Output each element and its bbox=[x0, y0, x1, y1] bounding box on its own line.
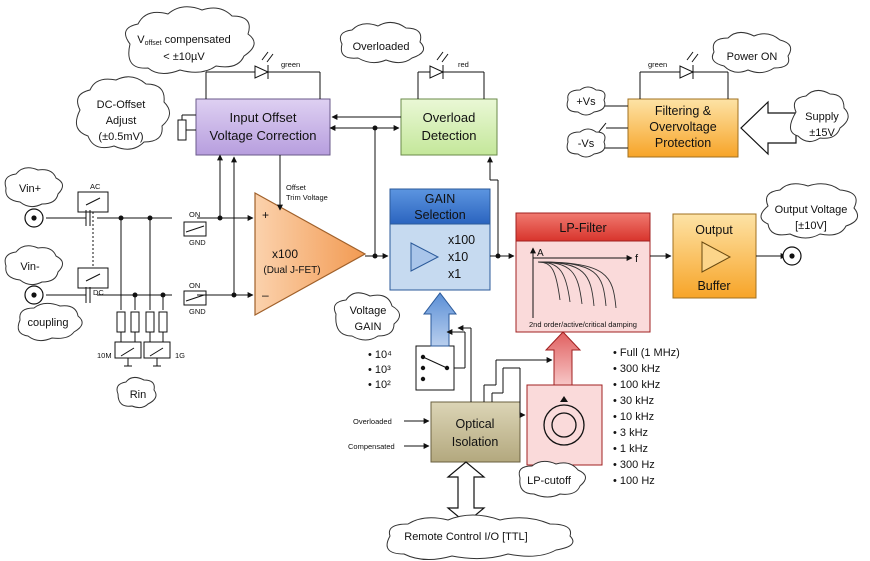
gain-selection-block: GAIN Selection x100 x10 x1 bbox=[389, 188, 491, 291]
lp-axis-f: f bbox=[635, 253, 639, 265]
cutoff-option-6: • 3 kHz bbox=[613, 427, 648, 439]
gain-option-x10: x10 bbox=[448, 250, 468, 264]
cutoff-option-5: • 10 kHz bbox=[613, 411, 654, 423]
cutoff-options-list: • Full (1 MHz) • 300 kHz • 100 kHz • 30 … bbox=[613, 347, 680, 487]
cloud-plus-vs: +Vs bbox=[576, 96, 596, 108]
cloud-output-line1: Output Voltage bbox=[775, 204, 848, 216]
cloud-supply-line1: Supply bbox=[805, 111, 839, 123]
label-1g: 1G bbox=[175, 351, 185, 360]
remote-io-arrow bbox=[446, 461, 486, 524]
cloud-voltage-gain-line1: Voltage bbox=[350, 305, 387, 317]
cutoff-control-arrow bbox=[544, 331, 582, 386]
amp-gain: x100 bbox=[272, 247, 298, 261]
gain-option-x100: x100 bbox=[448, 233, 475, 247]
gain-options-list: • 10⁴ • 10³ • 10² bbox=[368, 349, 392, 391]
gain-switch bbox=[415, 345, 455, 391]
gain-title-line1: GAIN bbox=[425, 192, 456, 206]
gain-option-1: • 10⁴ bbox=[368, 349, 392, 361]
label-gnd1: GND bbox=[189, 238, 206, 247]
cloud-lp-cutoff: LP-cutoff bbox=[527, 475, 572, 487]
label-gnd2: GND bbox=[189, 307, 206, 316]
cloud-coupling: coupling bbox=[28, 317, 69, 329]
gain-title-line2: Selection bbox=[414, 208, 465, 222]
cloud-vin-minus: Vin- bbox=[20, 261, 40, 273]
cutoff-option-2: • 300 kHz bbox=[613, 363, 660, 375]
cloud-output-line2: [±10V] bbox=[795, 220, 827, 232]
voffset-line2: < ±10µV bbox=[163, 51, 205, 63]
optical-line2: Isolation bbox=[452, 435, 499, 449]
filtering-line2: Overvoltage bbox=[649, 120, 716, 134]
lp-cutoff-knob bbox=[526, 384, 603, 466]
dc-offset-line3: (±0.5mV) bbox=[98, 131, 143, 143]
label-offset-trim2: Trim Voltage bbox=[286, 193, 328, 202]
label-green1: green bbox=[281, 60, 300, 69]
output-buffer-block: Output Buffer bbox=[672, 213, 757, 299]
label-on2: ON bbox=[189, 281, 200, 290]
cutoff-option-1: • Full (1 MHz) bbox=[613, 347, 680, 359]
connectors bbox=[24, 208, 802, 305]
label-red: red bbox=[458, 60, 469, 69]
supply-input-arrow bbox=[740, 100, 797, 156]
cloud-supply-line2: ±15V bbox=[809, 127, 835, 139]
dc-offset-line1: DC-Offset bbox=[97, 99, 146, 111]
label-in-compensated: Compensated bbox=[348, 442, 395, 451]
cloud-remote: Remote Control I/O [TTL] bbox=[404, 531, 527, 543]
lp-caption: 2nd order/active/critical damping bbox=[529, 320, 637, 329]
input-offset-block: Input Offset Voltage Correction bbox=[195, 98, 331, 156]
label-on1: ON bbox=[189, 210, 200, 219]
output-line1: Output bbox=[695, 223, 733, 237]
filtering-line1: Filtering & bbox=[655, 104, 712, 118]
clouds bbox=[4, 6, 859, 560]
cloud-rin: Rin bbox=[130, 389, 147, 401]
optical-isolation-block: Optical Isolation bbox=[430, 401, 521, 463]
gain-triangle-icon bbox=[410, 242, 440, 272]
junction-dots bbox=[118, 125, 501, 298]
cutoff-option-4: • 30 kHz bbox=[613, 395, 654, 407]
gain-control-arrow bbox=[422, 292, 458, 347]
input-offset-line1: Input Offset bbox=[230, 110, 297, 125]
gain-option-2: • 10³ bbox=[368, 364, 391, 376]
cutoff-option-8: • 300 Hz bbox=[613, 459, 655, 471]
leds bbox=[254, 51, 699, 79]
amplifier-block: + – x100 (Dual J-FET) bbox=[254, 191, 367, 317]
overload-line2: Detection bbox=[422, 128, 477, 143]
cloud-texts: Voffset compensated < ±10µV DC-Offset Ad… bbox=[19, 34, 847, 543]
dc-offset-line2: Adjust bbox=[106, 115, 137, 127]
cutoff-option-7: • 1 kHz bbox=[613, 443, 648, 455]
gain-option-3: • 10² bbox=[368, 379, 391, 391]
cloud-minus-vs: -Vs bbox=[578, 138, 595, 150]
filtering-protection-block: Filtering & Overvoltage Protection bbox=[627, 98, 739, 158]
input-offset-line2: Voltage Correction bbox=[210, 128, 317, 143]
cloud-power-on: Power ON bbox=[727, 51, 778, 63]
label-green2: green bbox=[648, 60, 667, 69]
label-in-overloaded: Overloaded bbox=[353, 417, 392, 426]
lp-response-curves bbox=[537, 261, 617, 309]
cloud-voltage-gain-line2: GAIN bbox=[355, 321, 382, 333]
overload-line1: Overload bbox=[423, 110, 476, 125]
amp-minus: – bbox=[262, 288, 269, 302]
label-dc: DC bbox=[93, 288, 104, 297]
cutoff-option-3: • 100 kHz bbox=[613, 379, 660, 391]
overload-detection-block: Overload Detection bbox=[400, 98, 498, 156]
lp-filter-title: LP-Filter bbox=[559, 221, 606, 235]
cloud-overloaded: Overloaded bbox=[353, 41, 410, 53]
lp-axis-a: A bbox=[537, 248, 544, 259]
wires bbox=[46, 71, 787, 449]
label-ac: AC bbox=[90, 182, 101, 191]
amp-plus: + bbox=[262, 208, 269, 222]
output-line2: Buffer bbox=[697, 279, 730, 293]
optical-line1: Optical bbox=[456, 417, 495, 431]
voffset-line1: Voffset compensated bbox=[137, 34, 230, 47]
cloud-vin-plus: Vin+ bbox=[19, 183, 41, 195]
label-10m: 10M bbox=[97, 351, 112, 360]
label-offset-trim1: Offset bbox=[286, 183, 307, 192]
lp-filter-block: LP-Filter A f 2nd order/active/critical … bbox=[515, 212, 651, 333]
gain-option-x1: x1 bbox=[448, 267, 461, 281]
amp-type: (Dual J-FET) bbox=[263, 265, 320, 276]
filtering-line3: Protection bbox=[655, 136, 711, 150]
cutoff-option-9: • 100 Hz bbox=[613, 475, 655, 487]
buffer-triangle-icon bbox=[701, 241, 732, 273]
